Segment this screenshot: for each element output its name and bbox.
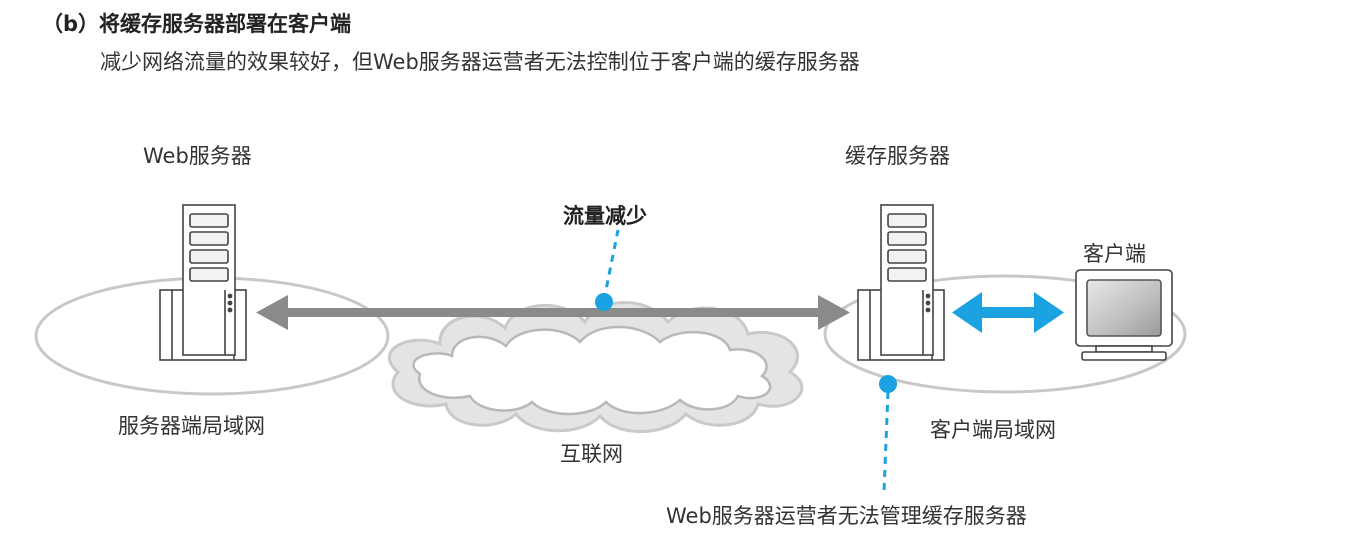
diagram-heading: （b）将缓存服务器部署在客户端 (42, 12, 352, 36)
server-lan-label: 服务器端局域网 (118, 414, 265, 438)
operator-note-label: Web服务器运营者无法管理缓存服务器 (666, 504, 1027, 528)
traffic-callout-dot (595, 293, 613, 311)
diagram-subheading: 减少网络流量的效果较好，但Web服务器运营者无法控制位于客户端的缓存服务器 (100, 50, 860, 74)
note-callout-dot (879, 375, 897, 393)
web-server-icon (159, 204, 247, 361)
traffic-callout-line (602, 229, 620, 301)
client-lan-label: 客户端局域网 (930, 418, 1056, 442)
traffic-reduced-label: 流量减少 (563, 204, 647, 228)
client-lan-ellipse (823, 274, 1187, 394)
internet-cloud-icon (388, 301, 804, 433)
client-cache-arrow (952, 292, 1064, 333)
client-label: 客户端 (1083, 242, 1146, 266)
note-callout-line (882, 391, 890, 493)
cache-server-icon (857, 204, 945, 361)
internet-label: 互联网 (560, 442, 623, 466)
traffic-arrow (256, 295, 850, 330)
client-monitor-icon (1075, 269, 1173, 361)
cache-server-label: 缓存服务器 (845, 144, 950, 168)
web-server-label: Web服务器 (143, 144, 252, 168)
